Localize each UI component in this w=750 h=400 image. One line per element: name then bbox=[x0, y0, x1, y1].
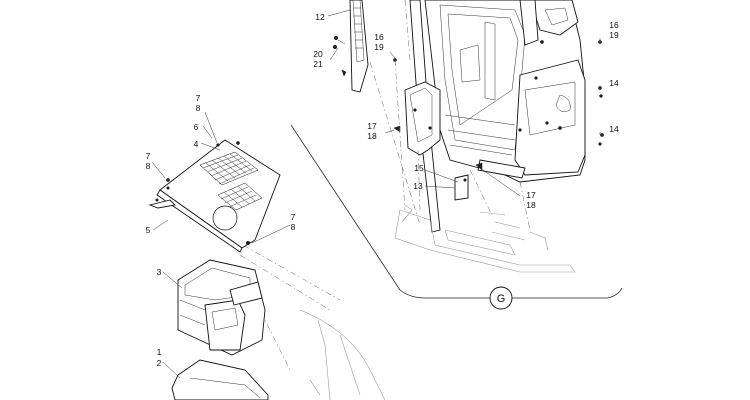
side-bracket-assembly bbox=[404, 81, 469, 201]
callout-4: 4 bbox=[194, 139, 199, 149]
detail-g-boundary: G bbox=[290, 124, 623, 310]
leader-lines bbox=[151, 9, 601, 379]
callout-13: 13 bbox=[413, 181, 423, 191]
callout-7-right: 7 bbox=[291, 212, 296, 222]
callout-8-right: 8 bbox=[291, 222, 296, 232]
callout-21: 21 bbox=[313, 59, 323, 69]
callout-19-top-left: 19 bbox=[374, 42, 384, 52]
callout-12: 12 bbox=[315, 12, 325, 22]
duct-housing bbox=[177, 259, 266, 356]
callout-1: 1 bbox=[157, 347, 162, 357]
callout-2: 2 bbox=[157, 358, 162, 368]
callout-20: 20 bbox=[313, 49, 323, 59]
callout-14-upper: 14 bbox=[609, 78, 619, 88]
callout-7-left: 7 bbox=[146, 151, 151, 161]
floor-plate-grid bbox=[199, 151, 263, 211]
floor-plate-assembly bbox=[148, 139, 281, 253]
callout-3: 3 bbox=[157, 267, 162, 277]
callout-14-lower: 14 bbox=[609, 124, 619, 134]
callout-8-top: 8 bbox=[196, 103, 201, 113]
base-cover bbox=[171, 359, 269, 400]
callout-17-left: 17 bbox=[367, 121, 377, 131]
callout-15: 15 bbox=[414, 163, 424, 173]
ghost-reference-frame bbox=[394, 204, 576, 273]
callout-16-top-left: 16 bbox=[374, 32, 384, 42]
callout-6: 6 bbox=[194, 122, 199, 132]
fasteners-top bbox=[332, 35, 604, 182]
detail-marker-letter: G bbox=[497, 293, 506, 305]
callout-19-top-right: 19 bbox=[609, 30, 619, 40]
callout-16-top-right: 16 bbox=[609, 20, 619, 30]
vertical-grille-strip bbox=[349, 0, 369, 93]
ghost-lower-structure bbox=[299, 309, 386, 400]
detail-marker-circle bbox=[489, 286, 513, 310]
callout-17-right: 17 bbox=[526, 190, 536, 200]
callout-7-top: 7 bbox=[196, 93, 201, 103]
callout-8-left: 8 bbox=[146, 161, 151, 171]
callout-18-right: 18 bbox=[526, 200, 536, 210]
callout-18-left: 18 bbox=[367, 131, 377, 141]
callout-5: 5 bbox=[146, 225, 151, 235]
callout-numbers: 12 16 19 20 21 16 19 14 14 17 18 15 13 1… bbox=[146, 12, 619, 368]
